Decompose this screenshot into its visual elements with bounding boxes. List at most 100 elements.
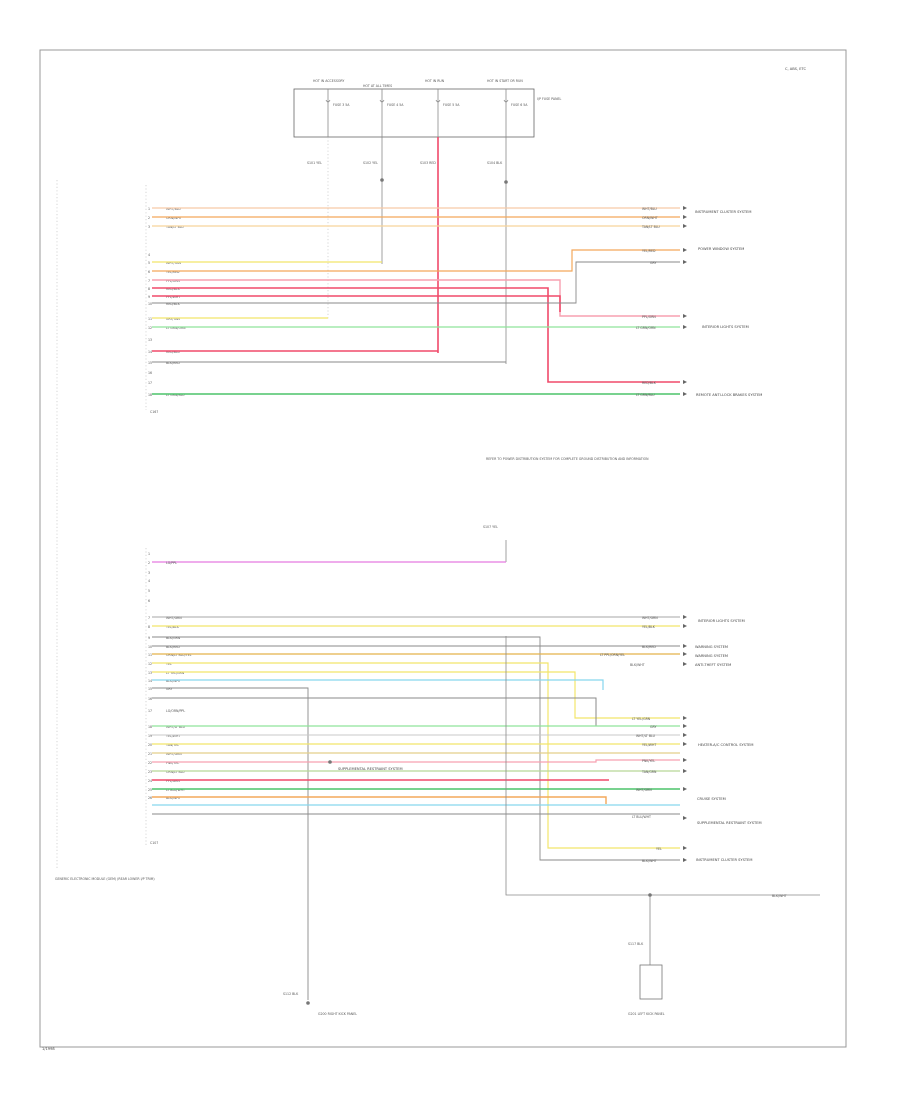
svg-text:LT GRN/ORN: LT GRN/ORN bbox=[166, 326, 186, 330]
top-pin-14: 14 RED/BLU bbox=[148, 350, 438, 354]
svg-text:15: 15 bbox=[148, 361, 152, 365]
module-label: GENERIC ELECTRONIC MODULE (GEM) (REAR LO… bbox=[55, 877, 155, 881]
center-note: REFER TO POWER DISTRIBUTION SYSTEM FOR C… bbox=[486, 457, 649, 461]
svg-text:PPL/WHT: PPL/WHT bbox=[166, 295, 180, 299]
fuse-top-label-4: HOT IN START OR RUN bbox=[487, 79, 523, 83]
rb-wire-3: BLK/RED bbox=[642, 645, 656, 649]
rb-wire-14: YEL bbox=[656, 847, 662, 851]
rb-wire-13: LT BLU/WHT bbox=[632, 815, 651, 819]
rb-wire-11: TAN/GRN bbox=[641, 770, 657, 774]
bottom-pin-wire: LG/ORN/PPL bbox=[166, 709, 185, 713]
remote-lock-label: REMOTE ANTI-LOCK BRAKES SYSTEM bbox=[696, 393, 762, 397]
fuse-top-label-2: HOT AT ALL TIMES bbox=[363, 84, 392, 88]
top-pin-8: 8 RED/BLK bbox=[148, 287, 680, 383]
ground-left-dot bbox=[306, 1001, 310, 1005]
bottom-pin-number: 21 bbox=[148, 752, 152, 756]
right-arrows-bottom bbox=[683, 615, 687, 862]
rt-wire-8: RED/BLK bbox=[642, 381, 657, 385]
bottom-pin-4: 4 bbox=[148, 579, 150, 583]
bottom-pin-number: 20 bbox=[148, 743, 152, 747]
bottom-pin-20: 20 TAN/YEL bbox=[148, 743, 179, 747]
rb-wire-8: WHT/LT BLU bbox=[636, 734, 656, 738]
ground-right-label: G201 LEFT KICK PANEL bbox=[628, 1012, 665, 1016]
bottom-pin-wire: WHT/GRN bbox=[166, 752, 182, 756]
top-pin-18: 18 LT GRN/BLU bbox=[148, 393, 680, 397]
rt-wire-4: YEL/RED bbox=[642, 249, 656, 253]
fuse-4-label: FUSE 4 5A bbox=[387, 103, 404, 107]
bottom-pin-wire: WHT/GRN bbox=[166, 616, 182, 620]
bottom-pin-number: 4 bbox=[148, 579, 150, 583]
bottom-pin-wire: TAN/YEL bbox=[165, 743, 179, 747]
fuse-6-label: FUSE 6 5A bbox=[511, 103, 528, 107]
bottom-pin-number: 23 bbox=[148, 770, 152, 774]
bottom-pin-number: 22 bbox=[148, 761, 152, 765]
connector-bottom-id: C107 bbox=[150, 841, 158, 845]
bottom-pin-number: 26 bbox=[148, 796, 152, 800]
bottom-pin-wire: PNK/YEL bbox=[166, 761, 179, 765]
bottom-pin-2: 2 LG/PPL bbox=[148, 561, 177, 565]
svg-text:6: 6 bbox=[148, 270, 150, 274]
warning-label-1: WARNING SYSTEM bbox=[695, 645, 728, 649]
rb-wire-15: BLK/WHT bbox=[642, 859, 657, 863]
bottom-pin-number: 6 bbox=[148, 599, 150, 603]
svg-text:RED/BLK: RED/BLK bbox=[166, 302, 181, 306]
svg-text:16: 16 bbox=[148, 371, 152, 375]
footer-code: 1/1998 bbox=[42, 1047, 55, 1051]
diagram-frame bbox=[39, 49, 847, 1048]
svg-text:7: 7 bbox=[148, 279, 150, 283]
svg-text:8: 8 bbox=[148, 287, 150, 291]
interior-lights-label-bottom: INTERIOR LIGHTS SYSTEM bbox=[698, 619, 745, 623]
bottom-pin-wire: LG/PPL bbox=[166, 561, 177, 565]
rt-wire-2: ORN/WHT bbox=[642, 216, 658, 220]
sub-label: SUPPLEMENTAL RESTRAINT SYSTEM bbox=[338, 767, 403, 771]
svg-text:RED/BLK: RED/BLK bbox=[166, 287, 181, 291]
fuse-top-label-3: HOT IN RUN bbox=[425, 79, 445, 83]
bottom-pin-number: 17 bbox=[148, 709, 152, 713]
bottom-pin-number: 18 bbox=[148, 725, 152, 729]
connector-top: C167 1 WHT/BLU 2 ORN/WHT 3 TAN/LT BLU 4 … bbox=[148, 207, 680, 414]
svg-text:PPL/ORN: PPL/ORN bbox=[166, 279, 180, 283]
bottom-pin-number: 24 bbox=[148, 779, 152, 783]
svg-text:ORN/WHT: ORN/WHT bbox=[166, 216, 182, 220]
fuse-panel-box bbox=[293, 88, 535, 138]
svg-text:3: 3 bbox=[148, 225, 150, 229]
bottom-pin-wire: YEL bbox=[166, 662, 172, 666]
top-pin-3: 3 TAN/LT BLU bbox=[148, 225, 680, 229]
svg-text:TAN/LT BLU: TAN/LT BLU bbox=[165, 225, 184, 229]
bottom-pin-wire: LT BLU/WHT bbox=[166, 788, 185, 792]
top-pin-12: 12 LT GRN/ORN bbox=[148, 326, 680, 330]
top-pin-10: 10 RED/BLK bbox=[148, 261, 680, 306]
top-pin-9: 9 PPL/WHT bbox=[148, 295, 561, 312]
bottom-pin-21: 21 WHT/GRN bbox=[148, 752, 182, 756]
svg-text:2: 2 bbox=[148, 216, 150, 220]
bottom-pin-wire: YEL/WHT bbox=[166, 734, 180, 738]
fuse-6: FUSE 6 5A bbox=[503, 89, 528, 137]
right-top-group: WHT/BLU ORN/WHT TAN/LT BLU INSTRUMENT CL… bbox=[636, 207, 762, 397]
svg-text:13: 13 bbox=[148, 338, 152, 342]
interior-lights-label-top: INTERIOR LIGHTS SYSTEM bbox=[702, 325, 749, 329]
rt-wire-7: LT GRN/ORN bbox=[636, 326, 656, 330]
bottom-pin-number: 25 bbox=[148, 788, 152, 792]
rb-wire-7: GRY bbox=[650, 725, 656, 729]
fuse-3: FUSE 3 5A bbox=[325, 89, 350, 137]
splice-s103: S103 RED bbox=[420, 161, 436, 165]
ground-left-splice: S112 BLK bbox=[283, 992, 299, 996]
bottom-wires bbox=[152, 616, 820, 1000]
bottom-pin-wire: BLK/RED bbox=[166, 645, 180, 649]
warning-label-2: WARNING SYSTEM bbox=[695, 654, 728, 658]
bottom-pin-number: 13 bbox=[148, 671, 152, 675]
svg-text:WHT/TAN: WHT/TAN bbox=[166, 261, 181, 265]
bottom-pin-5: 5 bbox=[148, 589, 150, 593]
bottom-pin-number: 2 bbox=[148, 561, 150, 565]
ground-wire-label: BLK/WHT bbox=[772, 894, 787, 898]
svg-text:WHT/BLU: WHT/BLU bbox=[166, 207, 181, 211]
anti-theft-label: ANTI-THEFT SYSTEM bbox=[695, 663, 731, 667]
bottom-pin-17: 17 LG/ORN/PPL bbox=[148, 709, 185, 713]
top-pin-7: 7 PPL/ORN bbox=[148, 279, 680, 317]
